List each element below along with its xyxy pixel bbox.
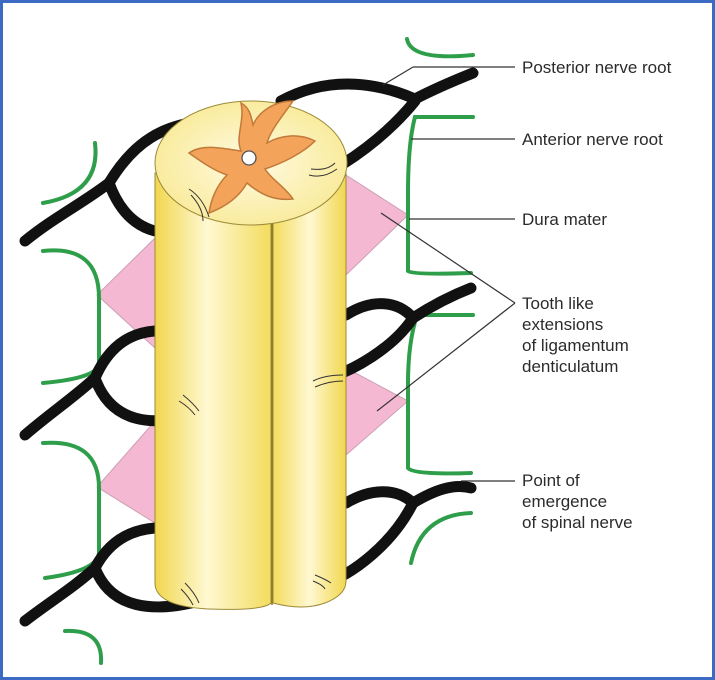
cord-right-half [273,173,346,607]
tooth-left-lower [97,421,155,523]
label-line: emergence [522,491,633,512]
label-point-of-emergence: Point of emergence of spinal nerve [522,470,633,533]
label-line: denticulatum [522,356,629,377]
tooth-right-lower [346,368,408,455]
label-line: Point of [522,470,633,491]
label-posterior-nerve-root: Posterior nerve root [522,57,671,78]
leader-tooth-b [377,303,515,411]
central-canal [242,151,256,165]
dura-right-2 [408,315,473,473]
dura-left-bottom [65,631,101,663]
label-line: extensions [522,314,629,335]
dura-left-1 [43,250,99,383]
label-tooth-like-extensions: Tooth like extensions of ligamentum dent… [522,293,629,377]
dura-right-top [407,39,473,56]
dura-left-2 [43,443,99,578]
cord-left-half [155,173,271,609]
leader-posterior [383,67,413,85]
spinal-cord [155,101,347,609]
dura-right-1 [408,117,473,274]
label-line: Tooth like [522,293,629,314]
nerve-root-posterior-top [281,73,473,101]
label-line: of ligamentum [522,335,629,356]
label-anterior-nerve-root: Anterior nerve root [522,129,663,150]
label-line: of spinal nerve [522,512,633,533]
label-dura-mater: Dura mater [522,209,607,230]
dura-right-bottom [411,513,471,563]
leader-tooth-a [381,213,515,303]
